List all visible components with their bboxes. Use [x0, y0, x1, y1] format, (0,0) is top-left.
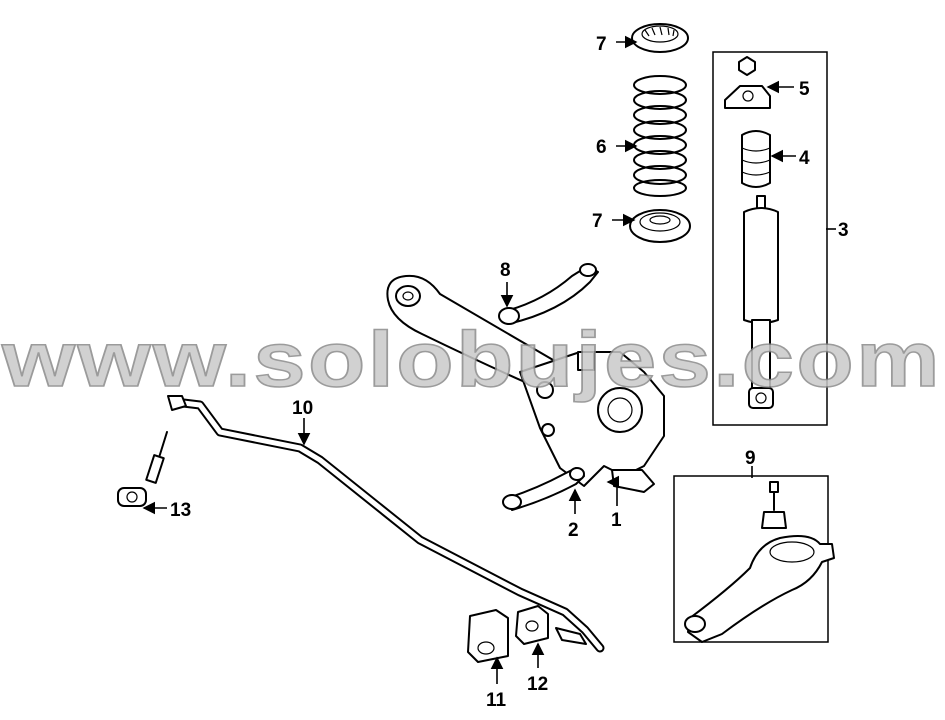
callout-2: 2	[568, 520, 579, 541]
callout-12: 12	[527, 674, 548, 695]
stabilizer-bushing	[467, 609, 509, 663]
stabilizer-bar	[167, 395, 605, 653]
stabilizer-bracket	[515, 605, 549, 645]
leader-lines	[142, 35, 836, 684]
callout-1: 1	[611, 510, 622, 531]
callout-7-upper: 7	[596, 34, 607, 55]
callout-6: 6	[596, 137, 607, 158]
shock-absorber	[743, 195, 779, 409]
lower-link	[502, 467, 585, 511]
shock-upper-mount	[724, 56, 771, 109]
callout-13: 13	[170, 500, 191, 521]
stabilizer-link	[117, 431, 168, 507]
lower-spring-seat	[629, 209, 691, 243]
callout-11: 11	[486, 690, 507, 711]
callout-7-lower: 7	[592, 211, 603, 232]
callout-4: 4	[799, 148, 810, 169]
callout-3: 3	[838, 220, 849, 241]
upper-spring-seat	[631, 23, 689, 53]
callouts: 7 6 7 5 4 3 8 10 13 2 1 9 11 12	[170, 34, 849, 711]
callout-5: 5	[799, 79, 810, 100]
bump-stop-boot	[741, 130, 771, 188]
shock-absorber-group-frame	[712, 51, 828, 426]
callout-10: 10	[292, 398, 313, 419]
watermark: www.solobujes.com	[1, 315, 942, 403]
upper-control-arm	[498, 263, 599, 325]
coil-spring	[633, 75, 687, 197]
lower-control-arm	[684, 481, 835, 643]
callout-8: 8	[500, 260, 511, 281]
callout-9: 9	[745, 448, 756, 469]
knuckle	[519, 351, 665, 493]
